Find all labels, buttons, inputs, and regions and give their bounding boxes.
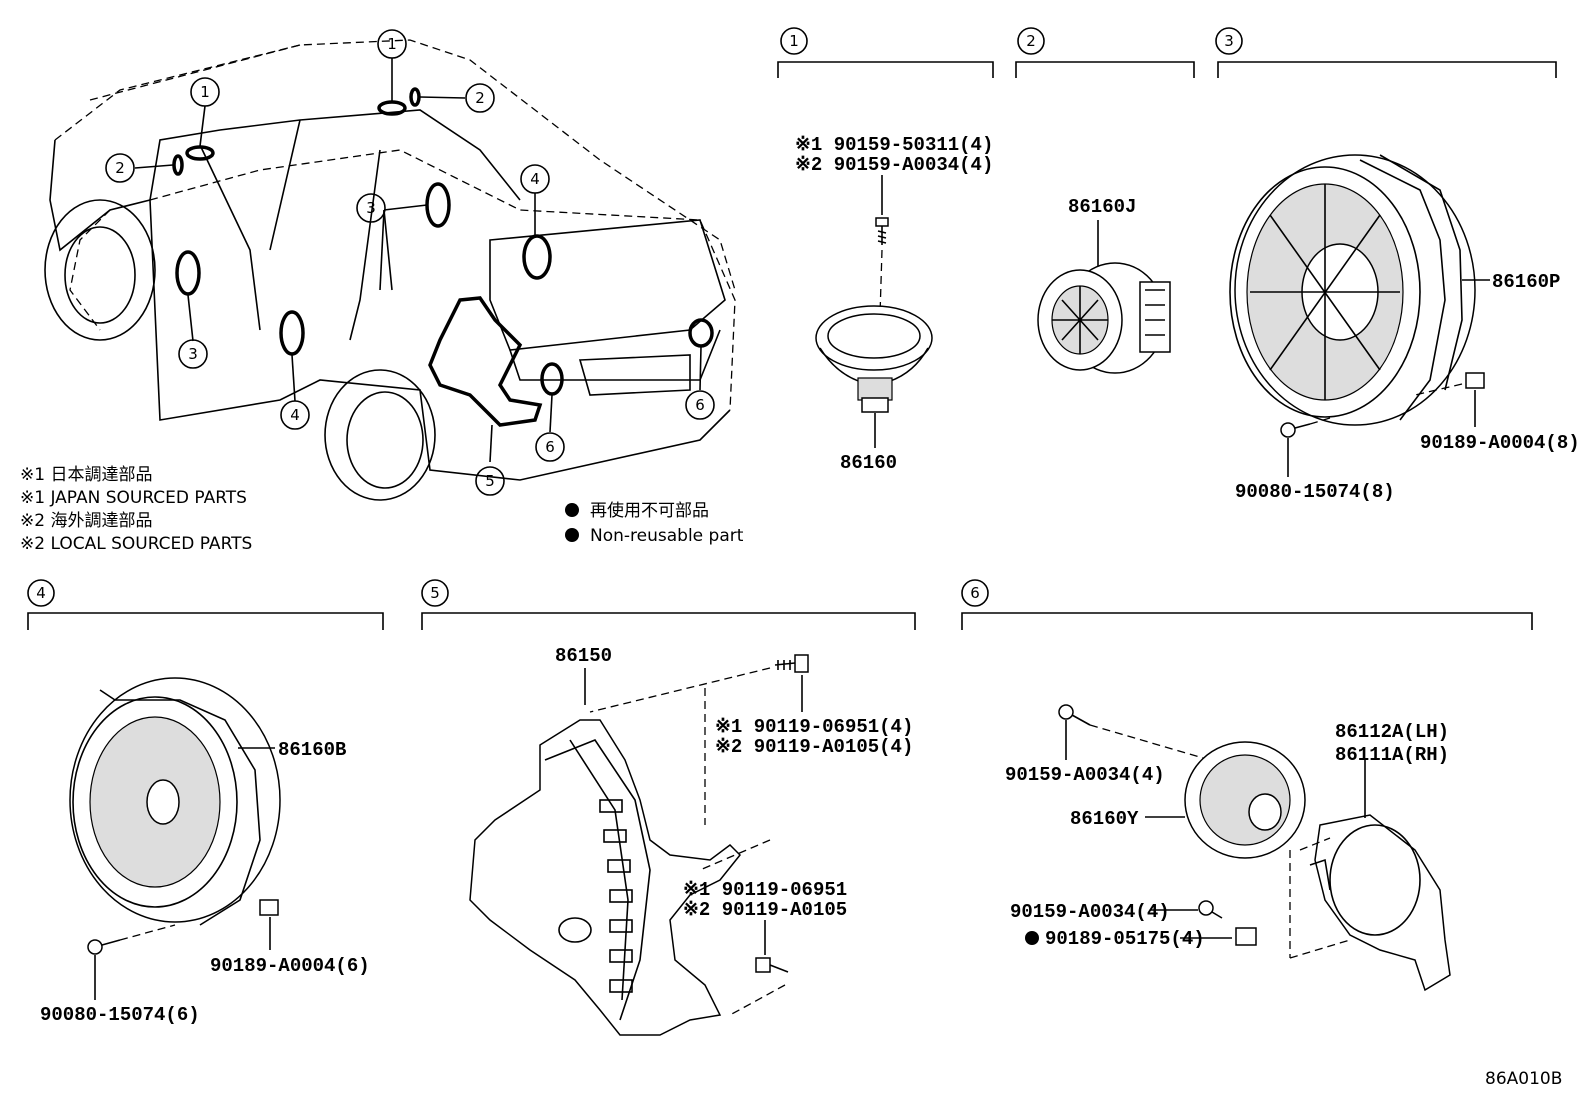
section-1: 1 ※1 90159-50311(4) ※2 90159-A0034(4) 86… (777, 27, 994, 474)
bolt-label: ※1 90119-06951 (683, 879, 847, 901)
svg-text:2: 2 (115, 159, 125, 177)
bolt-label: ※2 90119-A0105(4) (715, 736, 913, 758)
note-japan-jp: ※1 日本調達部品 (20, 465, 152, 485)
part-number: 86160J (1068, 196, 1136, 218)
part-number: 86160B (278, 739, 346, 761)
callout-circle: 4 (520, 164, 550, 194)
callout-circle: 4 (280, 400, 310, 430)
screw-label: 90159-A0034(4) (1010, 901, 1170, 923)
svg-text:6: 6 (545, 438, 555, 456)
section-number: 3 (1224, 32, 1234, 50)
bolt-label: ※1 90119-06951(4) (715, 716, 913, 738)
bracket-rh-label: 86111A(RH) (1335, 744, 1449, 766)
screw-label: 90080-15074(8) (1235, 481, 1395, 503)
callout-circle: 3 (178, 339, 208, 369)
section-number: 1 (789, 32, 799, 50)
part-number: 86160 (840, 452, 897, 474)
callout-circle: 5 (475, 466, 505, 496)
svg-text:3: 3 (366, 199, 376, 217)
svg-text:6: 6 (695, 396, 705, 414)
section-number: 2 (1026, 32, 1036, 50)
section-3: 3 86160P 90189-A0004(8) 90080-15074(8) (1215, 27, 1580, 503)
screw-label: 90080-15074(6) (40, 1004, 200, 1026)
section-6: 6 90159-A0034(4) 86160Y 86112A(LH) 86111… (961, 579, 1533, 992)
svg-text:1: 1 (200, 83, 210, 101)
section-number: 5 (430, 584, 440, 602)
part-number: 86160P (1492, 271, 1560, 293)
svg-text:3: 3 (188, 345, 198, 363)
bullet-icon (565, 503, 579, 517)
section-2: 2 86160J (1015, 27, 1195, 374)
section-4: 4 86160B 90189-A0004(6) 90080-15074(6) (27, 579, 384, 1026)
callout-circle: 6 (535, 432, 565, 462)
callout-circle: 3 (356, 193, 386, 223)
note-local-en: ※2 LOCAL SOURCED PARTS (20, 534, 252, 554)
vehicle-callouts: 1 1 2 2 3 3 4 4 5 6 6 (105, 29, 715, 496)
bolt-label: ※2 90119-A0105 (683, 899, 847, 921)
svg-text:1: 1 (387, 35, 397, 53)
svg-text:5: 5 (485, 472, 495, 490)
clip-label: 90189-A0004(6) (210, 955, 370, 977)
sourcing-notes: ※1 日本調達部品 ※1 JAPAN SOURCED PARTS ※2 海外調達… (20, 465, 252, 554)
callout-circle: 2 (465, 83, 495, 113)
part-number: 86160Y (1070, 808, 1139, 830)
part-number: 86150 (555, 645, 612, 667)
section-5: 5 86150 ※1 90119-06951(4) ※2 90119-A0105… (421, 579, 916, 1036)
nonreuse-en: Non-reusable part (590, 526, 744, 546)
section-number: 4 (36, 584, 46, 602)
diagram-code: 86A010B (1485, 1069, 1562, 1089)
callout-circle: 6 (685, 390, 715, 420)
vehicle-illustration (44, 39, 736, 501)
screw-label: ※2 90159-A0034(4) (795, 154, 993, 176)
bullet-icon (565, 528, 579, 542)
note-local-jp: ※2 海外調達部品 (20, 511, 152, 531)
callout-circle: 2 (105, 153, 135, 183)
callout-circle: 1 (377, 29, 407, 59)
svg-text:4: 4 (530, 170, 540, 188)
nonreuse-jp: 再使用不可部品 (590, 500, 709, 521)
clip-label: 90189-05175(4) (1045, 928, 1205, 950)
clip-label: 90189-A0004(8) (1420, 432, 1580, 454)
callout-circle: 1 (190, 77, 220, 107)
section-number: 6 (970, 584, 980, 602)
note-japan-en: ※1 JAPAN SOURCED PARTS (20, 488, 247, 508)
bracket-lh-label: 86112A(LH) (1335, 721, 1449, 743)
svg-text:2: 2 (475, 89, 485, 107)
screw-label: 90159-A0034(4) (1005, 764, 1165, 786)
nonreusable-legend: 再使用不可部品 Non-reusable part (565, 500, 744, 546)
screw-label: ※1 90159-50311(4) (795, 134, 993, 156)
nonreusable-icon (1025, 931, 1039, 945)
svg-text:4: 4 (290, 406, 300, 424)
